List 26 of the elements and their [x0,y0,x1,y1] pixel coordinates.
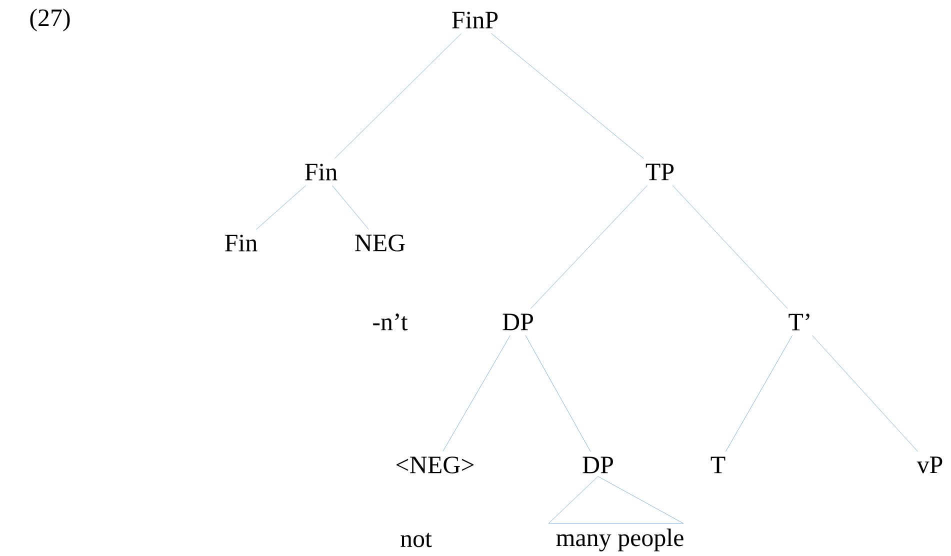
tree-label: T [710,456,726,474]
branch-line [525,335,591,452]
tree-label: Fin [225,234,258,252]
tree-label: vP [916,456,942,474]
tree-label: Fin [305,164,338,180]
tree-label: TP [646,164,674,180]
triangle-roof [548,476,684,524]
terminal-word: -n’t [373,314,408,330]
branch-line [332,185,369,230]
branch-line [442,335,510,452]
branch-line [256,185,306,230]
tree-label: NEG [355,234,405,252]
tree-label: FinP [452,12,498,28]
branch-line [812,335,918,452]
tree-label: DP [582,456,613,474]
tree-label: T’ [788,314,810,330]
branch-line [530,185,648,309]
tree-label: many people [556,528,684,552]
terminal-word: not [400,532,432,548]
branch-line [334,33,462,159]
example-number: (27) [30,8,70,32]
branch-line [672,185,788,309]
branch-line [725,335,792,452]
tree-label: <NEG> [396,456,474,474]
branch-line [491,33,644,159]
tree-label: DP [502,314,533,330]
